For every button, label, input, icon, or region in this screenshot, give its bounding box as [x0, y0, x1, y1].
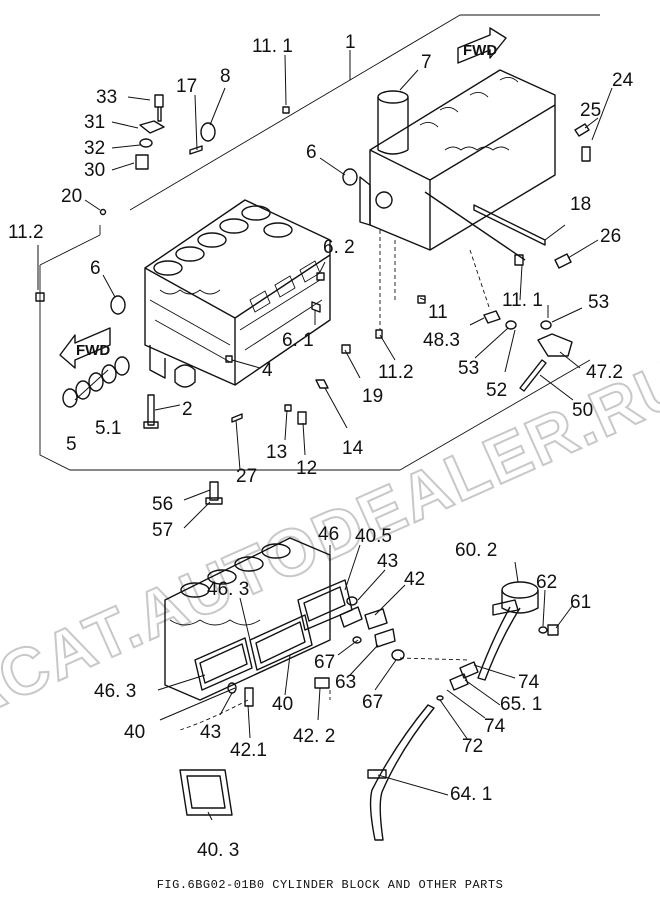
callout-43-top: 43 [377, 551, 398, 572]
callout-53-mid: 53 [458, 358, 479, 379]
callout-42: 42 [404, 569, 425, 590]
callout-46: 46 [318, 524, 339, 545]
fwd-label-left: FWD [76, 342, 110, 359]
callout-6-2: 6. 2 [323, 237, 355, 258]
callout-47-2: 47.2 [586, 362, 623, 383]
callout-27: 27 [236, 466, 257, 487]
callout-20: 20 [61, 186, 82, 207]
callout-labels: 1 2 4 5 5.1 6 6. 1 6. 2 6 7 8 11 11. 1 1… [8, 32, 634, 861]
callout-40-3: 40. 3 [197, 840, 239, 861]
callout-6-1: 6. 1 [282, 330, 314, 351]
upper-group-frame [39, 14, 600, 471]
callout-57: 57 [152, 520, 173, 541]
cylinder-block-rear [359, 69, 556, 251]
callout-61: 61 [570, 592, 591, 613]
lower-block-outline [164, 537, 331, 701]
callout-60-2: 60. 2 [455, 540, 497, 561]
callout-5: 5 [66, 434, 77, 455]
callout-25: 25 [580, 100, 601, 121]
callout-50: 50 [572, 400, 593, 421]
callout-6-left: 6 [90, 258, 101, 279]
callout-67-top: 67 [314, 652, 335, 673]
callout-46-3-left: 46. 3 [94, 681, 136, 702]
callout-42-2: 42. 2 [293, 726, 335, 747]
callout-13: 13 [266, 442, 287, 463]
callout-4: 4 [262, 360, 273, 381]
callout-74-top: 74 [518, 672, 540, 693]
callout-8: 8 [220, 66, 231, 87]
cylinder-block [144, 199, 331, 388]
callout-19: 19 [362, 386, 383, 407]
callout-40-mid: 40 [272, 694, 293, 715]
callout-67-bottom: 67 [362, 692, 383, 713]
fwd-label-top: FWD [463, 42, 497, 59]
callout-53-right: 53 [588, 292, 609, 313]
callout-63: 63 [335, 672, 356, 693]
callout-64-1: 64. 1 [450, 784, 492, 805]
small-parts-upper [35, 94, 591, 505]
callout-40-5: 40.5 [355, 526, 392, 547]
callout-33: 33 [96, 87, 117, 108]
callout-42-1: 42.1 [230, 740, 267, 761]
callout-18: 18 [570, 194, 591, 215]
callout-56: 56 [152, 494, 173, 515]
callout-43-bottom: 43 [200, 722, 221, 743]
callout-5-1: 5.1 [95, 418, 121, 439]
callout-12: 12 [296, 458, 317, 479]
callout-14: 14 [342, 438, 364, 459]
leader-lines-upper [37, 50, 613, 529]
callout-11-1-top: 11. 1 [252, 36, 293, 57]
callout-62: 62 [536, 572, 557, 593]
callout-17: 17 [176, 76, 197, 97]
callout-2: 2 [182, 399, 193, 420]
cylinder-liner [377, 90, 409, 155]
callout-32: 32 [84, 138, 105, 159]
callout-48-3: 48.3 [423, 330, 460, 351]
callout-7: 7 [421, 52, 432, 73]
callout-30: 30 [84, 160, 105, 181]
callout-31: 31 [84, 112, 105, 133]
fwd-arrow-top: FWD [457, 27, 507, 64]
callout-11-2-left: 11.2 [8, 222, 44, 243]
callout-6-upper: 6 [306, 142, 317, 163]
callout-46-3-top: 46. 3 [207, 579, 249, 600]
callout-1: 1 [345, 32, 356, 53]
leader-lines-lower [157, 544, 574, 821]
callout-74-bottom: 74 [484, 716, 506, 737]
callout-52: 52 [486, 380, 507, 401]
oil-filler-tube [367, 581, 559, 841]
callout-40-left: 40 [124, 722, 145, 743]
callout-26: 26 [600, 226, 621, 247]
callout-65-1: 65. 1 [500, 694, 542, 715]
callout-24: 24 [612, 70, 634, 91]
callout-72: 72 [462, 736, 483, 757]
callout-11-2-mid: 11.2 [378, 362, 414, 383]
side-covers-gaskets [179, 579, 353, 816]
callout-11: 11 [428, 302, 448, 323]
seal-rings [62, 122, 358, 408]
fwd-arrow-left: FWD [59, 327, 111, 369]
callout-11-1-right: 11. 1 [502, 290, 543, 311]
figure-caption: FIG.6BG02-01B0 CYLINDER BLOCK AND OTHER … [156, 878, 504, 892]
rods [424, 191, 546, 261]
